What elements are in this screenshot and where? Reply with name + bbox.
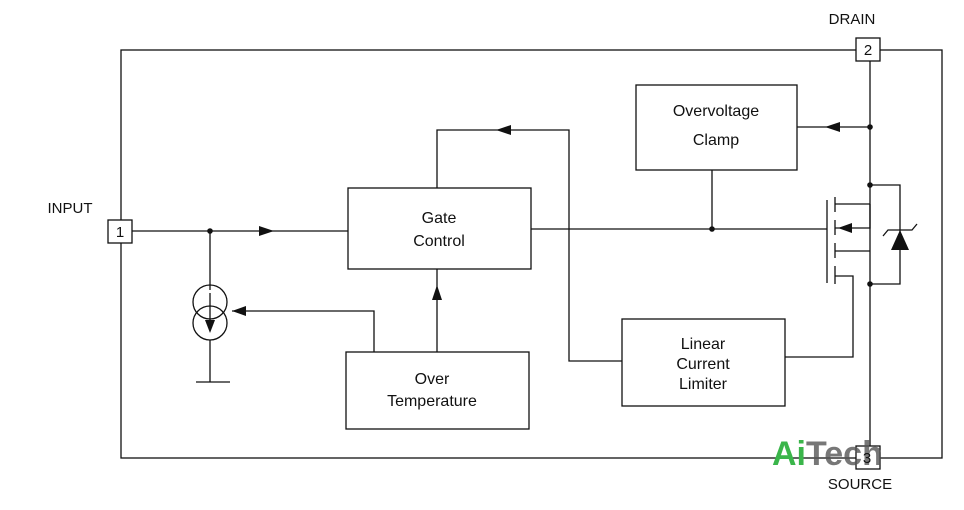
gate-control-label-line2: Control: [413, 233, 465, 250]
clamp-arrow: [825, 122, 840, 132]
junction-dot-input: [207, 228, 213, 234]
drain-label: DRAIN: [829, 11, 876, 28]
junction-dot-source: [867, 281, 873, 287]
drain-pin-box: [855, 37, 881, 62]
over-temperature-label-line2: Temperature: [387, 393, 477, 410]
input-label: INPUT: [48, 200, 93, 217]
linear-current-limiter-label-line1: Linear: [681, 336, 726, 353]
over-temp-up-arrow: [432, 285, 442, 300]
source-label: SOURCE: [828, 476, 892, 493]
package-outline: [120, 49, 943, 459]
limiter-feedback-wire: [436, 129, 622, 362]
mosfet-arrow: [838, 223, 852, 233]
input-arrow: [259, 226, 274, 236]
watermark-logo: AiTech: [772, 435, 883, 473]
mosfet-body-lead: [835, 185, 871, 229]
source-pin-number: 3: [863, 450, 871, 467]
input-pin-number: 1: [116, 224, 124, 241]
feedback-arrow: [496, 125, 511, 135]
gate-control-label-line1: Gate: [422, 210, 457, 227]
over-temperature-label-line1: Over: [415, 371, 450, 388]
zener-triangle: [891, 230, 909, 250]
overvoltage-clamp-label-line2: Clamp: [693, 132, 739, 149]
gate-control-block: [347, 187, 532, 270]
junction-dot-drain-clamp: [867, 124, 873, 130]
linear-current-limiter-label-line3: Limiter: [679, 376, 728, 393]
mosfet-source-lead: [785, 275, 854, 358]
linear-current-limiter-label-line2: Current: [676, 356, 730, 373]
source-pin-box: [855, 445, 881, 470]
junction-dot-drain: [867, 182, 873, 188]
drain-pin-number: 2: [864, 42, 872, 59]
junction-dot-clamp: [709, 226, 715, 232]
overvoltage-clamp-label-line1: Overvoltage: [673, 103, 759, 120]
over-temperature-block: [345, 351, 530, 430]
source-feedback-arrow: [232, 306, 246, 316]
over-temp-to-source-wire: [232, 310, 375, 352]
current-source-arrow: [205, 320, 215, 333]
overvoltage-clamp-block: [635, 84, 798, 171]
linear-current-limiter-block: [621, 318, 786, 407]
